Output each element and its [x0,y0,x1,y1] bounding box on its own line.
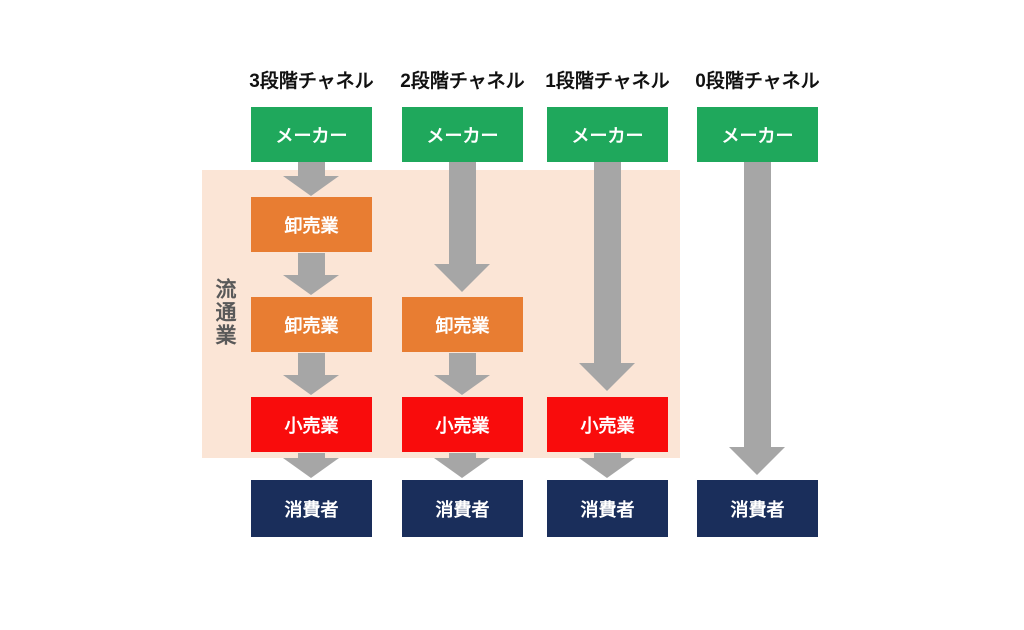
consumer-box-col1: 消費者 [251,480,372,537]
consumer-box-col2: 消費者 [402,480,523,537]
retail-box-col2: 小売業 [402,397,523,452]
down-arrow-icon [434,353,490,395]
down-arrow-icon [729,162,785,475]
column-header-2-level: 2段階チャネル [400,71,525,92]
down-arrow-icon [283,353,339,395]
down-arrow-icon [579,453,635,478]
distribution-region-label: 流通業 [213,278,236,347]
consumer-box-col4: 消費者 [697,480,818,537]
down-arrow-icon [434,162,490,292]
down-arrow-icon [283,162,339,196]
column-header-0-level: 0段階チャネル [695,71,820,92]
down-arrow-icon [579,162,635,391]
down-arrow-icon [434,453,490,478]
maker-box-col3: メーカー [547,107,668,162]
down-arrow-icon [283,253,339,295]
column-header-3-level: 3段階チャネル [249,71,374,92]
wholesale-box-col1a: 卸売業 [251,197,372,252]
wholesale-box-col1b: 卸売業 [251,297,372,352]
retail-box-col3: 小売業 [547,397,668,452]
consumer-box-col3: 消費者 [547,480,668,537]
maker-box-col2: メーカー [402,107,523,162]
down-arrow-icon [283,453,339,478]
maker-box-col4: メーカー [697,107,818,162]
maker-box-col1: メーカー [251,107,372,162]
retail-box-col1: 小売業 [251,397,372,452]
column-header-1-level: 1段階チャネル [545,71,670,92]
wholesale-box-col2: 卸売業 [402,297,523,352]
